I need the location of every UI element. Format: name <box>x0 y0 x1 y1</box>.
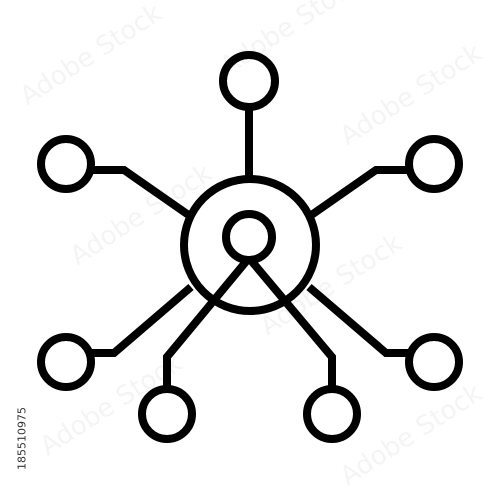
connector-upper-right <box>307 166 409 220</box>
stock-image-id: 185510975 <box>15 407 29 470</box>
satellite-node-bottom-left <box>138 385 196 443</box>
connector-upper-left <box>91 166 193 220</box>
person-node-circle <box>222 210 276 264</box>
satellite-node-bottom-right <box>303 385 361 443</box>
connector-bottom-right <box>245 255 336 389</box>
connector-lower-left <box>91 283 194 357</box>
connector-bottom-left <box>163 255 253 389</box>
satellite-node-lower-right <box>405 333 463 391</box>
satellite-node-upper-left <box>37 135 95 193</box>
connector-lower-right <box>306 283 409 357</box>
central-node-circle <box>180 175 320 315</box>
satellite-node-lower-left <box>37 333 95 391</box>
satellite-node-top <box>219 51 279 111</box>
satellite-node-upper-right <box>405 135 463 193</box>
